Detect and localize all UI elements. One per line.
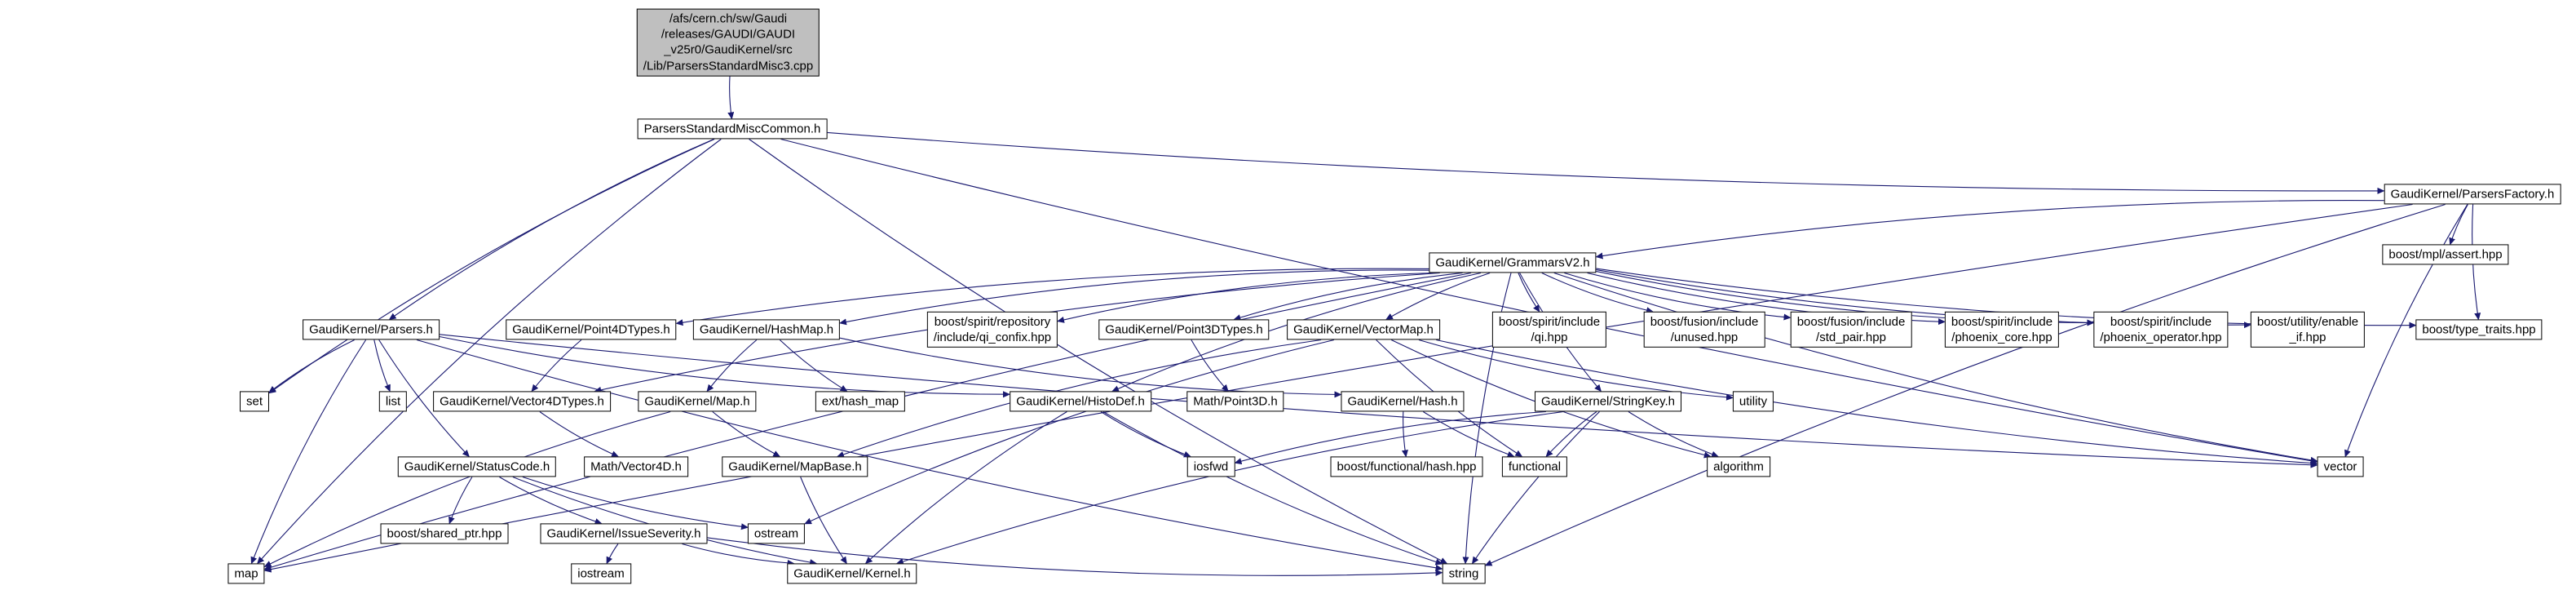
include-edge-histodef-to-iosfwd xyxy=(1100,411,1191,458)
graph-node-utility: utility xyxy=(1732,391,1774,412)
include-edge-grammars-to-vector xyxy=(1553,272,2318,464)
include-edge-parsersfactory-to-map xyxy=(263,203,2413,573)
include-edge-statuscode-to-kernel xyxy=(512,476,818,566)
graph-node-stringkey[interactable]: GaudiKernel/StringKey.h xyxy=(1535,391,1681,412)
include-edge-parsers-to-set xyxy=(268,339,355,393)
include-edge-grammars-to-vectormap xyxy=(1385,272,1491,320)
include-edge-grammars-to-qi xyxy=(1518,273,1540,313)
include-edge-parsers-to-vector xyxy=(439,334,2318,468)
include-edge-histodef-to-string xyxy=(1102,411,1443,566)
include-edge-parsers-to-map xyxy=(250,339,367,565)
graph-node-vector4d[interactable]: GaudiKernel/Vector4DTypes.h xyxy=(433,391,611,412)
include-edge-parsersfactory-to-string xyxy=(1484,203,2446,566)
include-edge-stringkey-to-algorithm xyxy=(1628,411,1719,458)
graph-node-phoenixop: boost/spirit/include /phoenix_operator.h… xyxy=(2093,311,2229,348)
include-edge-vectormap-to-mapbase xyxy=(836,339,1322,458)
include-edge-hashmap-to-hash xyxy=(839,337,1342,398)
include-edge-stringkey-to-string xyxy=(1471,411,1600,565)
graph-node-mathvector4d: Math/Vector4D.h xyxy=(584,456,688,477)
graph-node-histodef[interactable]: GaudiKernel/HistoDef.h xyxy=(1010,391,1151,412)
include-edge-vector4d-to-mathvector4d xyxy=(539,411,620,458)
graph-node-mathpoint3d: Math/Point3D.h xyxy=(1186,391,1284,412)
graph-node-exthashmap: ext/hash_map xyxy=(815,391,906,412)
graph-node-point4d[interactable]: GaudiKernel/Point4DTypes.h xyxy=(506,319,677,340)
graph-node-phoenixcore: boost/spirit/include /phoenix_core.hpp xyxy=(1944,311,2060,348)
include-edge-vectormap-to-vector xyxy=(1435,339,2318,467)
graph-node-hashmap[interactable]: GaudiKernel/HashMap.h xyxy=(692,319,841,340)
include-edge-stringkey-to-iosfwd xyxy=(1234,410,1546,464)
include-edge-point4d-to-vector4d xyxy=(531,339,582,393)
include-edge-vectormap-to-ostream xyxy=(804,339,1335,525)
include-edge-grammars-to-point3d xyxy=(1233,272,1463,321)
graph-node-issueseverity[interactable]: GaudiKernel/IssueSeverity.h xyxy=(540,523,708,544)
graph-node-statuscode[interactable]: GaudiKernel/StatusCode.h xyxy=(397,456,557,477)
include-edge-hashmap-to-exthashmap xyxy=(779,339,848,393)
include-edge-hash-to-boosthash xyxy=(1401,411,1408,458)
include-edge-hashmap-to-gmap xyxy=(706,339,758,393)
graph-node-set: set xyxy=(239,391,270,412)
graph-node-unused: boost/fusion/include /unused.hpp xyxy=(1643,311,1765,348)
graph-node-functional: functional xyxy=(1501,456,1568,477)
include-edge-grammars-to-qiconfix xyxy=(1057,272,1434,323)
include-edge-statuscode-to-sharedptr xyxy=(448,477,473,525)
graph-node-qi: boost/spirit/include /qi.hpp xyxy=(1491,311,1607,348)
graph-node-typetraits: boost/type_traits.hpp xyxy=(2415,319,2543,340)
include-edge-statuscode-to-issueseverity xyxy=(499,477,603,525)
graph-node-map: map xyxy=(228,563,265,584)
include-edge-mapbase-to-kernel xyxy=(800,477,847,565)
include-edge-common-to-set xyxy=(268,138,715,394)
include-edge-parsersfactory-to-grammars xyxy=(1595,200,2384,260)
graph-node-hash[interactable]: GaudiKernel/Hash.h xyxy=(1341,391,1465,412)
include-edge-hash-to-functional xyxy=(1423,411,1515,458)
graph-node-parsers[interactable]: GaudiKernel/Parsers.h xyxy=(303,319,440,340)
include-edge-parsersfactory-to-mplassert xyxy=(2449,204,2468,246)
graph-node-grammars[interactable]: GaudiKernel/GrammarsV2.h xyxy=(1429,252,1597,273)
graph-node-enableif: boost/utility/enable _if.hpp xyxy=(2250,311,2366,348)
include-edge-common-to-parsersfactory xyxy=(827,131,2385,194)
graph-node-algorithm: algorithm xyxy=(1707,456,1770,477)
include-edge-stringkey-to-functional xyxy=(1545,411,1597,458)
include-edge-parsers-to-histodef xyxy=(439,335,1010,398)
include-edge-common-to-map xyxy=(257,139,722,565)
include-edge-common-to-string xyxy=(749,139,1448,564)
graph-node-parsersfactory[interactable]: GaudiKernel/ParsersFactory.h xyxy=(2384,184,2561,205)
include-edge-grammars-to-hashmap xyxy=(839,269,1429,326)
include-edge-statuscode-to-ostream xyxy=(522,476,749,530)
graph-node-iosfwd: iosfwd xyxy=(1186,456,1235,477)
graph-node-list: list xyxy=(378,391,408,412)
include-edge-parsers-to-list xyxy=(373,339,391,393)
include-edge-point3d-to-mathpoint3d xyxy=(1191,339,1229,393)
include-edge-parsers-to-string xyxy=(416,339,1443,571)
graph-node-gmap[interactable]: GaudiKernel/Map.h xyxy=(638,391,757,412)
graph-node-boosthash: boost/functional/hash.hpp xyxy=(1330,456,1483,477)
include-edge-parsersfactory-to-vector xyxy=(2344,204,2468,458)
include-edge-issueseverity-to-kernel xyxy=(682,543,795,566)
include-edge-parsers-to-statuscode xyxy=(378,339,470,458)
graph-node-cpp: /afs/cern.ch/sw/Gaudi /releases/GAUDI/GA… xyxy=(636,8,820,77)
graph-node-ostream: ostream xyxy=(747,523,806,544)
include-edge-issueseverity-to-iostream xyxy=(606,543,619,565)
graph-node-vectormap[interactable]: GaudiKernel/VectorMap.h xyxy=(1287,319,1440,340)
include-edge-vectormap-to-utility xyxy=(1418,339,1734,401)
include-edge-grammars-to-point4d xyxy=(675,268,1429,326)
graph-node-stdpair: boost/fusion/include /std_pair.hpp xyxy=(1790,311,1912,348)
include-edge-histodef-to-kernel xyxy=(864,411,1067,565)
include-edge-gmap-to-map xyxy=(263,410,671,567)
graph-node-kernel[interactable]: GaudiKernel/Kernel.h xyxy=(787,563,917,584)
include-edge-issueseverity-to-string xyxy=(707,537,1443,576)
graph-node-iostream: iostream xyxy=(571,563,631,584)
graph-node-mplassert: boost/mpl/assert.hpp xyxy=(2382,244,2509,265)
graph-node-string: string xyxy=(1442,563,1486,584)
include-edge-gmap-to-mapbase xyxy=(712,411,781,457)
include-edge-grammars-to-unused xyxy=(1541,273,1654,314)
graph-node-mapbase[interactable]: GaudiKernel/MapBase.h xyxy=(722,456,868,477)
graph-node-vector: vector xyxy=(2317,456,2364,477)
include-edge-common-to-parsers xyxy=(388,138,714,321)
graph-node-qiconfix: boost/spirit/repository /include/qi_conf… xyxy=(926,311,1058,348)
include-edge-cpp-to-common xyxy=(727,76,735,120)
graph-node-sharedptr: boost/shared_ptr.hpp xyxy=(380,523,509,544)
graph-node-common[interactable]: ParsersStandardMiscCommon.h xyxy=(637,118,828,140)
graph-node-point3d[interactable]: GaudiKernel/Point3DTypes.h xyxy=(1098,319,1270,340)
